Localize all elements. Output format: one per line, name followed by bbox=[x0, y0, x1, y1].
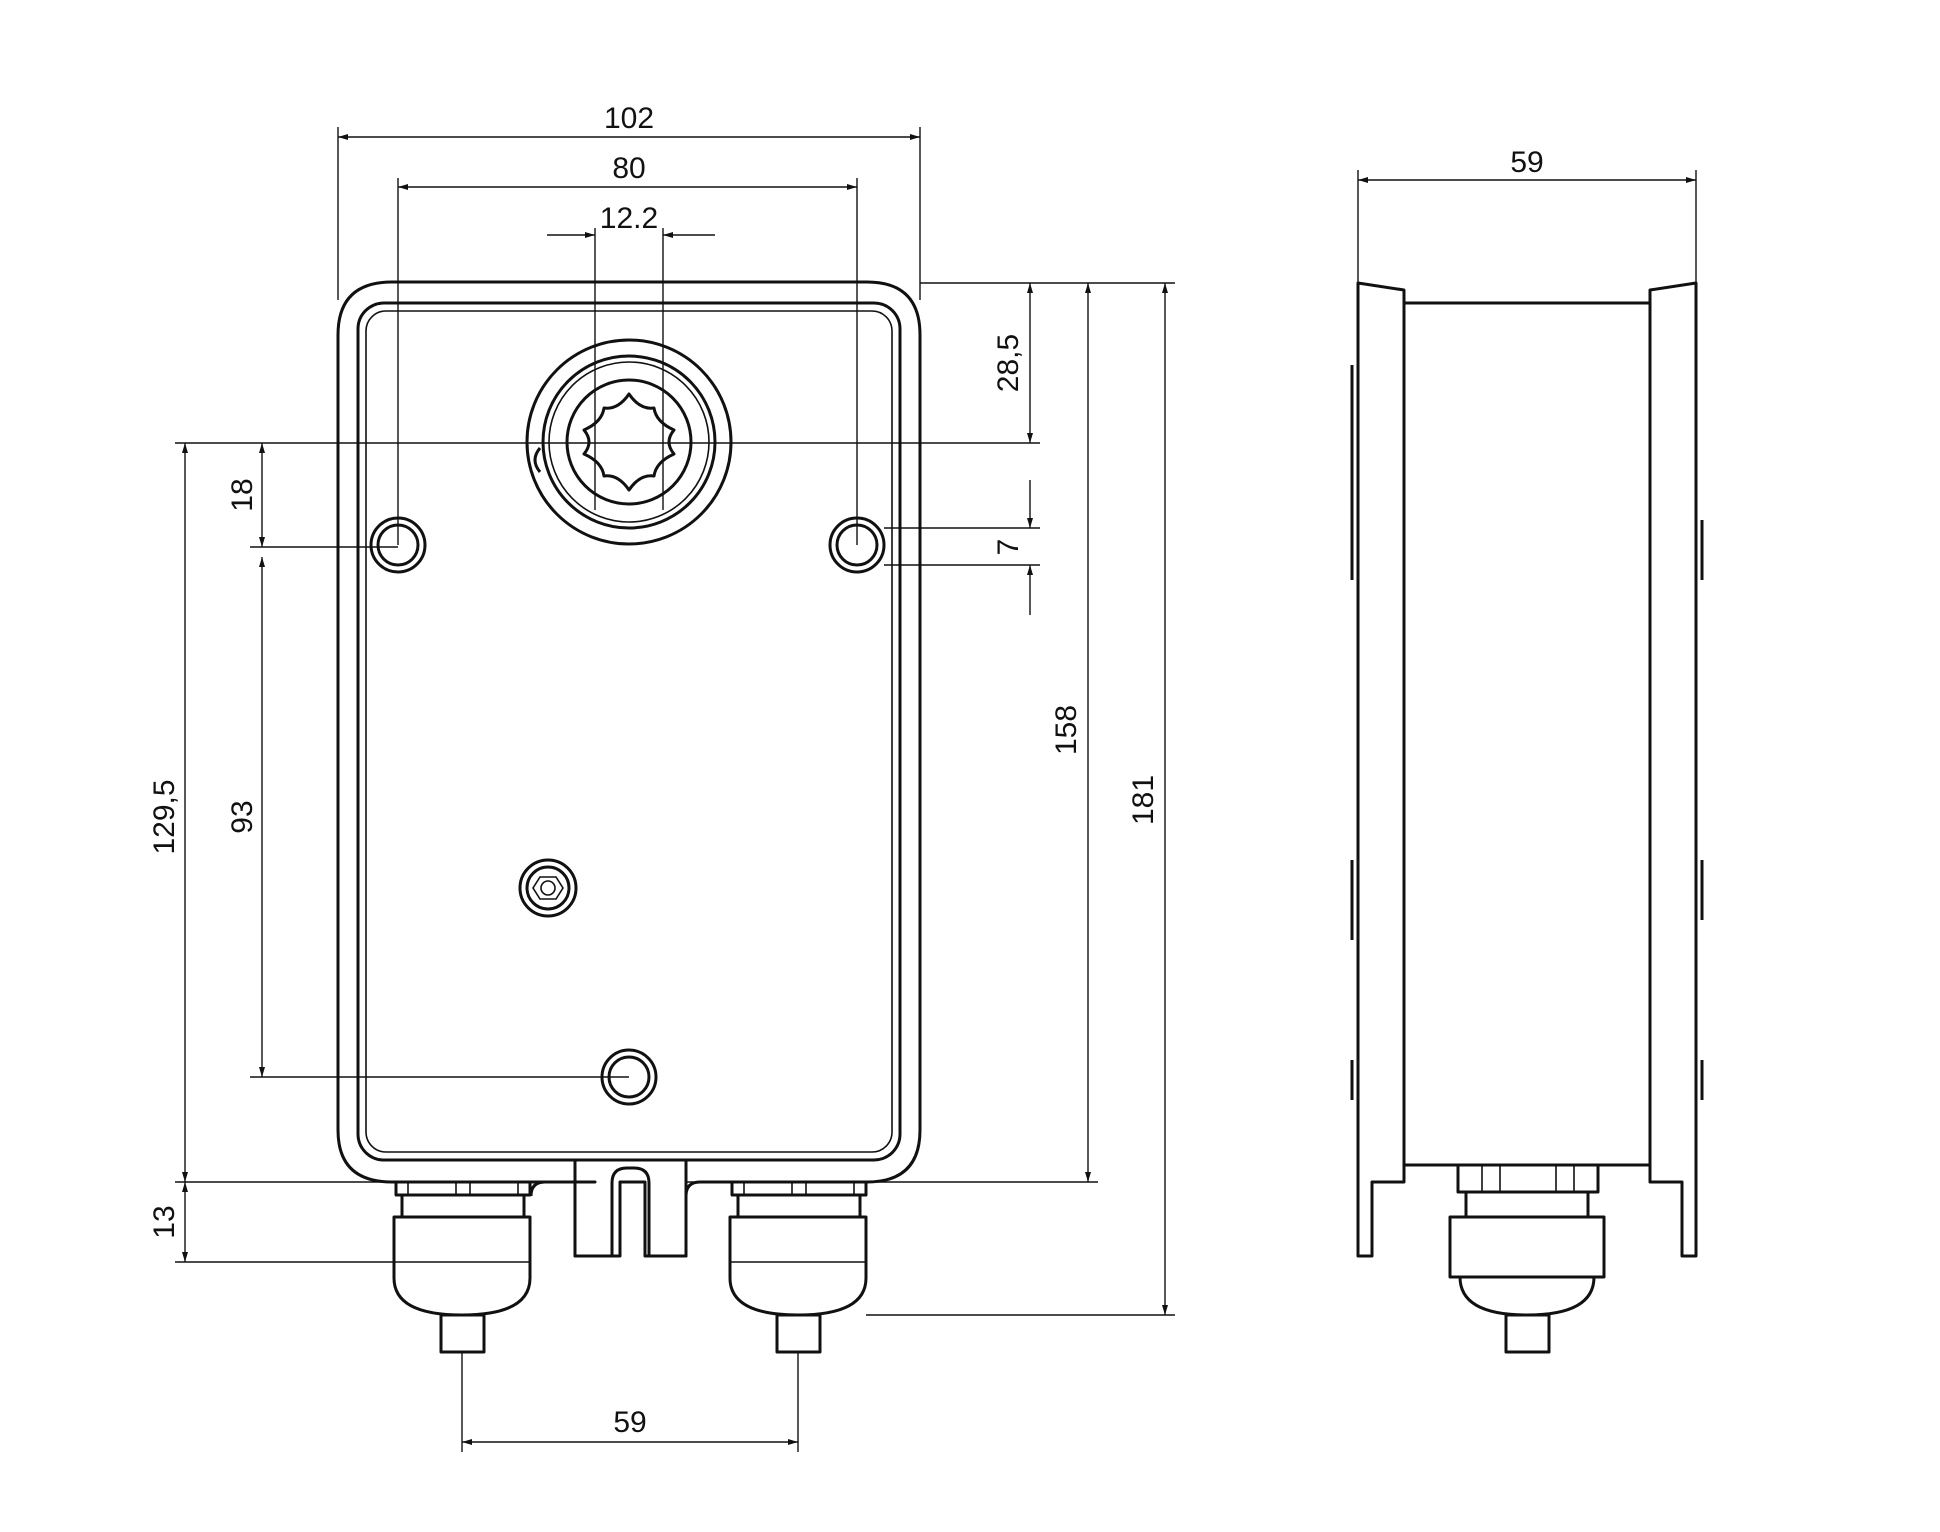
dim-hole-diameter: 7 bbox=[884, 480, 1040, 615]
dim-height-body: 158 bbox=[686, 282, 1098, 1183]
star-shaft-icon bbox=[582, 392, 676, 492]
dim-gland-offset: 13 bbox=[148, 1182, 394, 1263]
label-hole-height: 129,5 bbox=[148, 779, 181, 854]
label-gland-spacing: 59 bbox=[613, 1406, 646, 1439]
dim-gland-spacing: 59 bbox=[461, 1352, 799, 1452]
dimensions: 102 80 12.2 28,5 7 bbox=[148, 102, 1697, 1452]
side-view bbox=[1350, 281, 1704, 1354]
cable-gland-right bbox=[728, 1180, 868, 1354]
dim-shaft-offset: 28,5 bbox=[175, 282, 1040, 444]
housing-inner-outline-2 bbox=[365, 310, 893, 1153]
label-height-body: 158 bbox=[1050, 705, 1083, 755]
dim-hole-height: 129,5 bbox=[148, 443, 396, 1183]
label-hole-diameter: 7 bbox=[992, 539, 1025, 556]
label-shaft-offset: 28,5 bbox=[992, 334, 1025, 392]
shaft-boss bbox=[525, 338, 733, 546]
label-shaft-size: 12.2 bbox=[600, 202, 658, 235]
dim-mount-hole-spacing: 80 bbox=[397, 152, 858, 545]
label-mount-hole-spacing: 80 bbox=[612, 152, 645, 185]
dim-hole-offset: 18 bbox=[226, 443, 398, 548]
dim-side-depth: 59 bbox=[1357, 146, 1697, 283]
housing-inner-outline bbox=[356, 301, 902, 1162]
housing-outline bbox=[336, 280, 922, 1258]
label-hole-vertical-spacing: 93 bbox=[226, 800, 259, 833]
label-hole-offset: 18 bbox=[226, 478, 259, 511]
dim-width-overall: 102 bbox=[337, 102, 921, 300]
cable-gland-left bbox=[392, 1180, 532, 1354]
label-width-overall: 102 bbox=[604, 102, 654, 135]
dim-hole-vertical-spacing: 93 bbox=[226, 557, 629, 1078]
dim-height-overall: 181 bbox=[866, 282, 1175, 1316]
bottom-tab bbox=[573, 1160, 688, 1258]
side-cable-gland bbox=[1448, 1163, 1606, 1354]
hex-override-icon bbox=[518, 858, 578, 918]
dim-shaft-size: 12.2 bbox=[547, 202, 715, 510]
side-bracket-right bbox=[1648, 281, 1698, 1258]
label-side-depth: 59 bbox=[1510, 146, 1543, 179]
side-body bbox=[1402, 301, 1652, 1167]
label-gland-offset: 13 bbox=[148, 1205, 181, 1238]
side-bracket-left bbox=[1356, 281, 1406, 1258]
label-height-overall: 181 bbox=[1127, 775, 1160, 825]
